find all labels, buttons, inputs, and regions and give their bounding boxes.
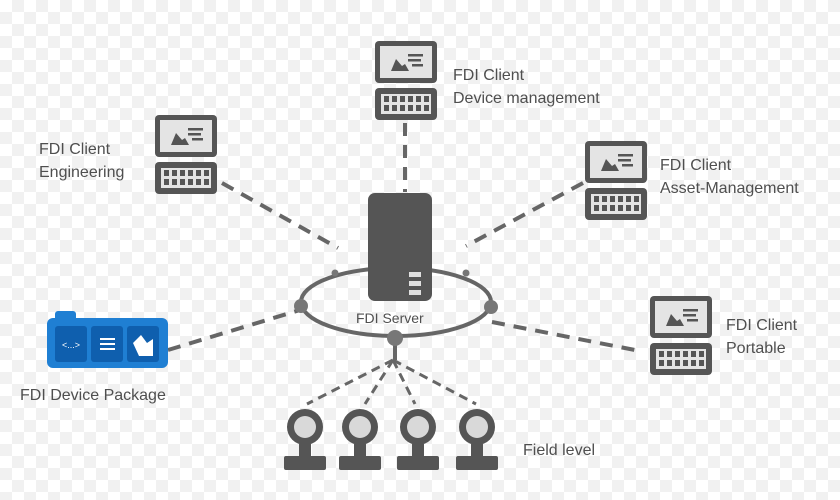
field-device-icon	[456, 409, 498, 470]
computer-icon	[585, 141, 647, 220]
client-asset-management-label: FDI Client Asset-Management	[660, 154, 799, 200]
client-engineering-line1: FDI Client	[39, 141, 111, 158]
field-link-3	[391, 359, 417, 405]
field-device-icon	[397, 409, 439, 470]
field-device-icon	[284, 409, 326, 470]
client-engineering-line2: Engineering	[39, 164, 125, 181]
node-top-right	[462, 269, 470, 277]
node-right	[484, 300, 498, 314]
field-level-label: Field level	[523, 442, 596, 459]
link-asset-management	[465, 181, 584, 248]
field-device-icon	[339, 409, 381, 470]
node-left	[294, 299, 308, 313]
client-portable-line2: Portable	[726, 340, 786, 357]
client-asset-management-line2: Asset-Management	[660, 180, 799, 197]
link-portable	[491, 320, 641, 353]
server-icon	[368, 193, 432, 301]
client-device-management-label: FDI Client Device management	[453, 64, 600, 110]
client-device-management-line2: Device management	[453, 90, 600, 107]
field-link-4	[392, 358, 477, 406]
field-link-1	[306, 358, 394, 406]
ring-nodes	[294, 269, 498, 346]
computer-icon	[375, 41, 437, 120]
computer-icon	[650, 296, 712, 375]
device-package-label: FDI Device Package	[20, 387, 166, 404]
server-label: FDI Server	[356, 310, 424, 326]
computer-icon	[155, 115, 217, 194]
client-portable-label: FDI Client Portable	[726, 314, 797, 360]
client-asset-management-line1: FDI Client	[660, 157, 732, 174]
node-bottom	[387, 330, 403, 346]
package-icon: <...>	[47, 311, 168, 368]
field-link-2	[363, 359, 395, 405]
field-links	[306, 358, 477, 406]
link-device-package	[167, 308, 301, 352]
client-device-management-line1: FDI Client	[453, 67, 525, 84]
client-portable-line1: FDI Client	[726, 317, 798, 334]
link-engineering	[221, 181, 339, 250]
code-glyph: <...>	[62, 340, 80, 350]
connection-lines	[167, 123, 641, 353]
client-engineering-label: FDI Client Engineering	[39, 138, 124, 184]
node-top-left	[331, 269, 339, 277]
